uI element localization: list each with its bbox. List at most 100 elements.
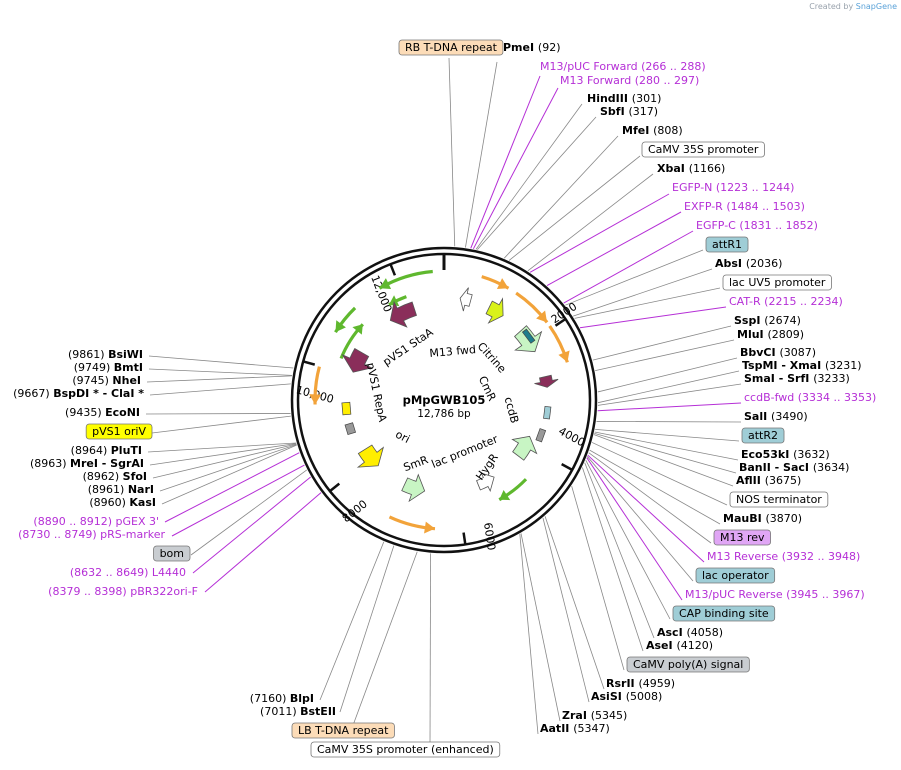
enzyme-label: (9861) BsiWI: [68, 348, 143, 361]
enzyme-name: BstEII: [300, 705, 336, 718]
enzyme-position: (1166): [689, 162, 726, 175]
enzyme-text: MfeI (808): [622, 124, 683, 137]
feature-box: [291, 722, 395, 739]
connector-line: [448, 57, 456, 247]
enzyme-name: SbfI: [600, 105, 629, 118]
enzyme-label: (8963) MreI - SgrAI: [30, 457, 144, 470]
feature-box-text: CaMV poly(A) signal: [633, 658, 743, 671]
primer-text: (8730 .. 8749) pRS-marker: [18, 528, 165, 541]
repa-green-arrow-2-head: [335, 320, 346, 333]
enzyme-position: (8961): [88, 483, 128, 496]
enzyme-label: AatII (5347): [540, 722, 610, 735]
feature-box: [310, 741, 501, 758]
connector-line: [591, 442, 728, 506]
connector-line: [574, 287, 721, 319]
feature-box: [713, 529, 771, 546]
enzyme-text: (9749) BmtI: [74, 361, 143, 374]
feature-box: [705, 236, 749, 253]
enzyme-position: (301): [632, 92, 662, 105]
enzyme-text: (9435) EcoNI: [65, 406, 140, 419]
repa-green-arrow-head: [352, 324, 363, 335]
enzyme-label: BanII - SacI (3634): [739, 461, 849, 474]
enzyme-text: (8960) KasI: [89, 496, 156, 509]
enzyme-label: MauBI (3870): [723, 512, 802, 525]
feature-box: [398, 39, 504, 56]
gray-box-bom: [344, 422, 357, 436]
enzyme-position: (5008): [626, 690, 663, 703]
enzyme-text: AsiSI (5008): [591, 690, 662, 703]
connector-line: [351, 551, 418, 729]
primer-range: (280 .. 297): [635, 74, 700, 87]
gray-box-polya: [535, 428, 547, 443]
enzyme-position: (9667): [13, 387, 53, 400]
enzyme-label: (8964) PluTI: [71, 444, 142, 457]
enzyme-position: (7011): [260, 705, 300, 718]
enzyme-name: MreI - SgrAI: [70, 457, 144, 470]
connector-line: [579, 306, 727, 329]
enzyme-name: AsiSI: [591, 690, 626, 703]
connector-line: [563, 230, 694, 304]
enzyme-name: SmaI - SrfI: [744, 372, 813, 385]
enzyme-name: KasI: [129, 496, 156, 509]
enzyme-position: (5347): [573, 722, 610, 735]
connector-line: [508, 155, 641, 261]
primer-range: (8890 .. 8912): [33, 515, 115, 528]
connector-line: [542, 517, 590, 703]
enzyme-position: (9745): [72, 374, 112, 387]
enzyme-name: BspDI * - ClaI *: [53, 387, 144, 400]
tick-label: 6000: [481, 522, 498, 552]
enzyme-name: PluTI: [111, 444, 142, 457]
ccdb-arrow: [534, 374, 559, 388]
primer-label: EGFP-C (1831 .. 1852): [696, 219, 818, 232]
connector-line: [597, 402, 742, 412]
enzyme-text: (7160) BlpI: [250, 692, 314, 705]
connector-line: [472, 87, 559, 250]
enzyme-label: SspI (2674): [734, 314, 801, 327]
enzyme-label: XbaI (1166): [657, 162, 725, 175]
connector-line: [586, 457, 683, 601]
enzyme-position: (3632): [793, 448, 830, 461]
connector-line: [588, 452, 712, 544]
enzyme-name: PmeI: [503, 41, 538, 54]
enzyme-label: ZraI (5345): [562, 709, 627, 722]
primer-name: pBR322ori-F: [130, 585, 198, 598]
connector-line: [151, 415, 291, 434]
enzyme-label: AsiSI (5008): [591, 690, 662, 703]
primer-name: L4440: [152, 566, 186, 579]
enzyme-label: RsrII (4959): [606, 677, 675, 690]
connector-line: [519, 533, 539, 735]
enzyme-name: AseI: [646, 639, 676, 652]
connector-line: [597, 383, 742, 406]
feature-box: [672, 605, 776, 622]
primer-text: (8632 .. 8649) L4440: [70, 566, 186, 579]
primer-label: (8730 .. 8749) pRS-marker: [18, 528, 165, 541]
connector-line: [149, 383, 291, 396]
attr1-box: [521, 328, 536, 344]
enzyme-position: (2809): [767, 328, 804, 341]
enzyme-label: Eco53kI (3632): [741, 448, 830, 461]
enzyme-label: SbfI (317): [600, 105, 658, 118]
feature-arrows: [309, 269, 570, 534]
feature-label: M13 fwd: [429, 343, 477, 360]
enzyme-text: (9745) NheI: [72, 374, 141, 387]
ori-yellow-arrow: [356, 444, 385, 468]
primer-label: (8632 .. 8649) L4440: [70, 566, 186, 579]
tick-mark: [554, 317, 567, 327]
enzyme-name: EcoNI: [105, 406, 140, 419]
enzyme-text: (9667) BspDI * - ClaI *: [13, 387, 144, 400]
feature-label: pVS1 RepA: [364, 361, 389, 423]
enzyme-text: AatII (5347): [540, 722, 610, 735]
enzyme-text: SmaI - SrfI (3233): [744, 372, 850, 385]
feature-box: [626, 656, 750, 673]
primer-range: (8730 .. 8749): [18, 528, 100, 541]
enzyme-position: (9435): [65, 406, 105, 419]
connector-line: [152, 443, 297, 479]
connector-line: [573, 268, 713, 317]
label-connector-lines: [145, 57, 742, 747]
feature-label: pVS1 StaA: [381, 325, 436, 368]
primer-name: EXFP-R: [684, 200, 726, 213]
enzyme-label: AseI (4120): [646, 639, 713, 652]
primer-label: EGFP-N (1223 .. 1244): [672, 181, 794, 194]
tick-mark: [302, 360, 316, 366]
